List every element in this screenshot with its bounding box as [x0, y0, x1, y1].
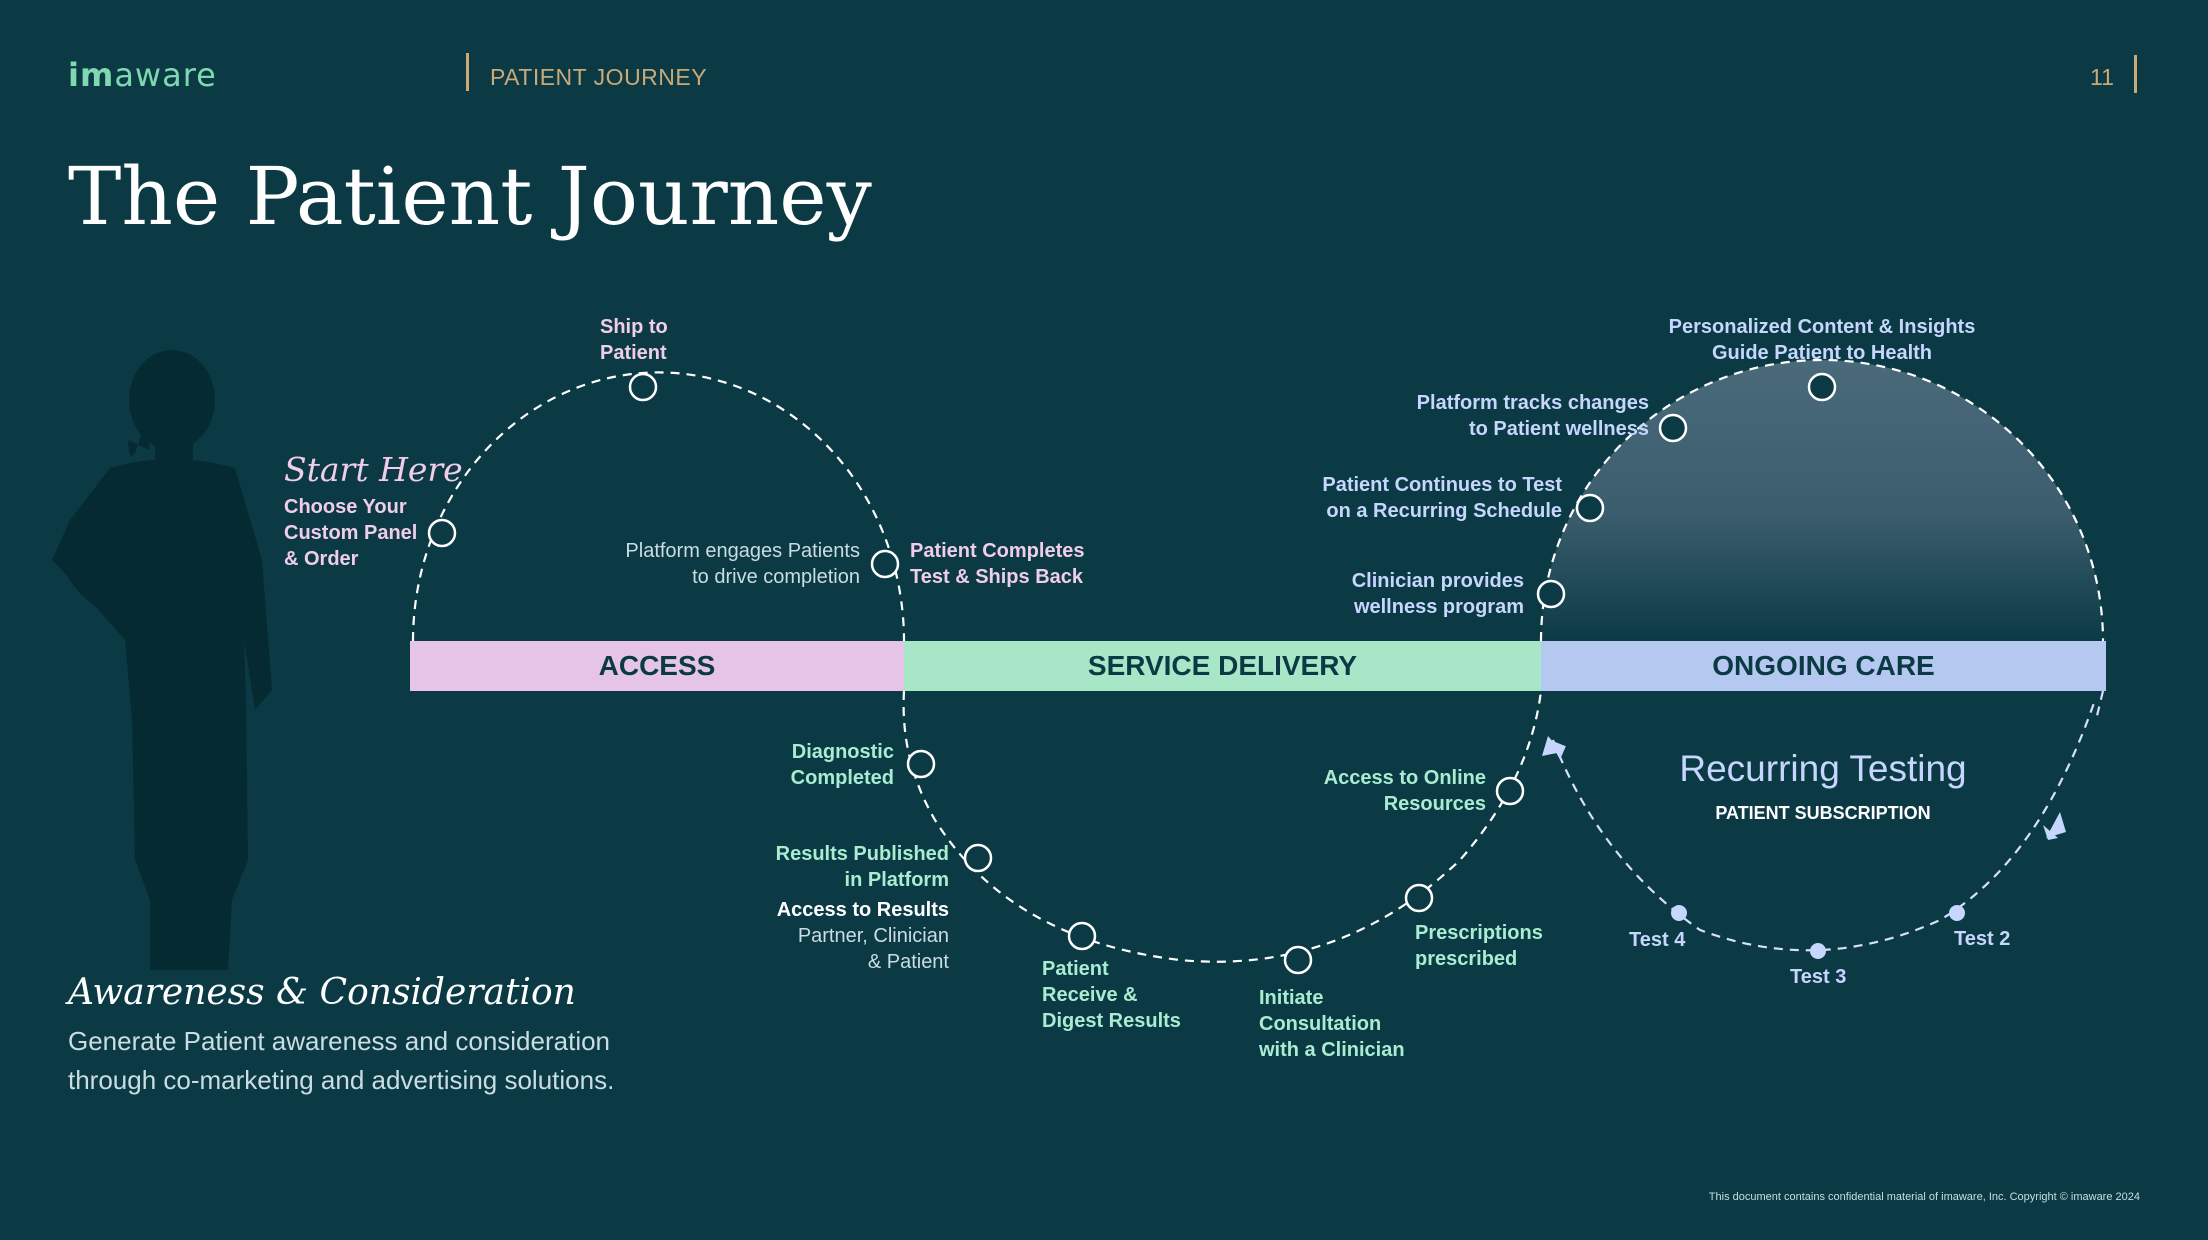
recurring-testing-title: Recurring Testing — [1679, 748, 1967, 789]
section-label: PATIENT JOURNEY — [490, 64, 708, 90]
start-here-text: Choose Your Custom Panel & Order — [284, 496, 418, 570]
copyright-footer: This document contains confidential mate… — [1708, 1191, 2140, 1203]
node-completes — [870, 549, 900, 579]
band-ongoing-care: ONGOING CARE — [1541, 641, 2106, 691]
label-patient-completes: Patient Completes Test & Ships Back — [910, 540, 1085, 588]
label-results-published: Results Published in Platform — [775, 843, 949, 891]
node-consult — [1283, 945, 1313, 975]
recurring-arc — [1551, 699, 2097, 952]
node-receive — [1067, 921, 1097, 951]
node-diagnostic — [906, 749, 936, 779]
woman-silhouette — [52, 350, 272, 970]
access-arc — [411, 371, 906, 642]
test-4-label: Test 4 — [1629, 929, 1686, 951]
start-here-heading: Start Here — [284, 450, 463, 489]
service-arc — [902, 690, 1543, 963]
patient-subscription-label: PATIENT SUBSCRIPTION — [1715, 803, 1931, 823]
arrow-right-down-icon — [2046, 812, 2066, 838]
label-access-to-results-detail: Partner, Clinician & Patient — [797, 925, 949, 973]
label-patient-receive: Patient Receive & Digest Results — [1042, 958, 1181, 1032]
label-ship-to-patient: Ship to Patient — [600, 316, 668, 364]
page-title: The Patient Journey — [68, 150, 872, 243]
test-4-dot — [1671, 905, 1687, 921]
test-2-dot — [1949, 905, 1965, 921]
page-number-divider — [2134, 55, 2137, 93]
label-platform-tracks: Platform tracks changes to Patient welln… — [1416, 392, 1649, 440]
label-prescriptions: Prescriptions prescribed — [1415, 922, 1543, 970]
journey-path — [411, 358, 2105, 963]
node-clinician — [1536, 579, 1566, 609]
label-diagnostic-completed: Diagnostic Completed — [790, 741, 894, 789]
awareness-body: Generate Patient awareness and considera… — [68, 1026, 615, 1095]
test-2-label: Test 2 — [1954, 928, 2011, 950]
label-access-to-results: Access to Results — [776, 899, 949, 921]
label-continues-to-test: Patient Continues to Test on a Recurring… — [1322, 474, 1562, 522]
node-ship — [628, 372, 658, 402]
band-service-delivery: SERVICE DELIVERY — [904, 641, 1541, 691]
label-personalized-content: Personalized Content & Insights Guide Pa… — [1668, 316, 1976, 364]
imaware-logo: imaware — [68, 56, 217, 94]
label-platform-engages: Platform engages Patients to drive compl… — [625, 540, 860, 588]
band-access: ACCESS — [410, 641, 904, 691]
label-access-online-resources: Access to Online Resources — [1323, 767, 1486, 815]
node-tracks — [1658, 413, 1688, 443]
ongoing-arc — [1539, 358, 2105, 642]
node-start — [427, 518, 457, 548]
arrow-left-up-icon — [1542, 736, 1562, 756]
test-3-label: Test 3 — [1790, 966, 1847, 988]
test-dots — [1671, 905, 1965, 959]
node-personalized — [1807, 372, 1837, 402]
label-clinician-provides: Clinician provides wellness program — [1351, 570, 1524, 618]
awareness-title: Awareness & Consideration — [68, 972, 576, 1013]
journey-nodes — [427, 372, 1837, 975]
node-results-published — [963, 843, 993, 873]
node-continues — [1575, 493, 1605, 523]
page-number: 11 — [2090, 64, 2114, 90]
node-online — [1495, 776, 1525, 806]
test-3-dot — [1810, 943, 1826, 959]
label-initiate-consultation: Initiate Consultation with a Clinician — [1259, 987, 1405, 1061]
node-prescriptions — [1404, 883, 1434, 913]
header-divider — [466, 53, 469, 91]
